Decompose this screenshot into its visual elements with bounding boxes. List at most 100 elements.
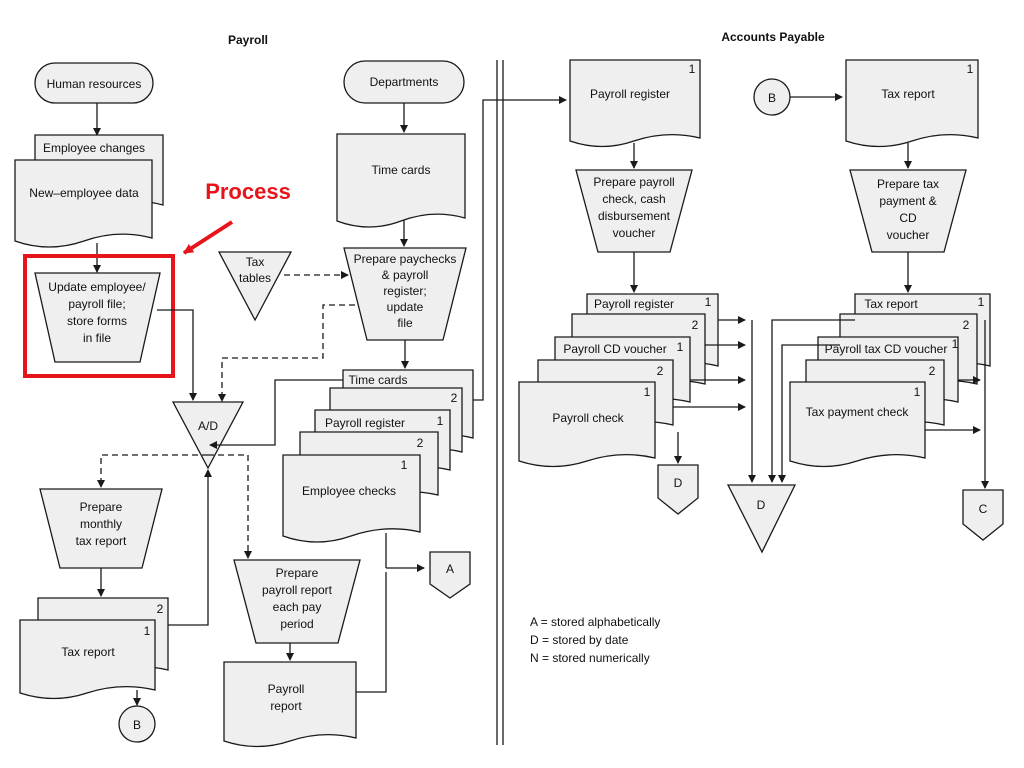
output-copy-1-b-number: 1 <box>401 458 408 472</box>
ap-payroll-check-copy-number: 1 <box>644 385 651 399</box>
connector-b-label: B <box>133 718 141 732</box>
accounts-payable-section-title: Accounts Payable <box>721 30 825 44</box>
connector-b-offpage: B <box>118 705 156 743</box>
ap-payroll-tax-cd-voucher-label: Payroll tax CD voucher <box>825 342 948 356</box>
ap-copy-2-b-number: 2 <box>657 364 664 378</box>
ap-payroll-check-label: Payroll check <box>552 411 624 425</box>
output-copy-1-a-number: 1 <box>437 414 444 428</box>
ap-tax-report-label: Tax report <box>864 297 918 311</box>
prepare-monthly-line-3: tax report <box>76 534 127 548</box>
file-c-storage: C <box>962 489 1004 541</box>
tax-tables-line-2: tables <box>239 271 271 285</box>
tax-tables-storage: Tax tables <box>217 251 293 322</box>
prepare-payroll-check-line-4: voucher <box>613 226 656 240</box>
prepare-payroll-report-line-1: Prepare <box>276 566 319 580</box>
file-a-storage: A <box>429 551 471 599</box>
output-copy-2-b-number: 2 <box>417 436 424 450</box>
ap-tax-payment-check-document: 1 Tax payment check <box>789 381 926 468</box>
payroll-register-in-document: Payroll register 1 <box>569 59 701 148</box>
prepare-paychecks-line-1: Prepare paychecks <box>354 252 457 266</box>
file-d-large-label: D <box>757 498 766 512</box>
output-payroll-register-label: Payroll register <box>325 416 405 430</box>
ap-payroll-cd-voucher-label: Payroll CD voucher <box>563 342 666 356</box>
ap-tax-payment-check-copy-number: 1 <box>914 385 921 399</box>
ap-tax-copy-2-b-number: 2 <box>929 364 936 378</box>
prepare-payroll-report-line-3: each pay <box>273 600 322 614</box>
storage-legend: A = stored alphabetically D = stored by … <box>530 615 660 665</box>
ad-file-label: A/D <box>198 419 218 433</box>
update-employee-payroll-process: Update employee/ payroll file; store for… <box>34 272 161 363</box>
section-divider <box>496 60 504 745</box>
file-d-small-label: D <box>674 476 683 490</box>
human-resources-label: Human resources <box>47 77 142 91</box>
prepare-payroll-check-line-3: disbursement <box>598 209 671 223</box>
legend-item-n: N = stored numerically <box>530 651 650 665</box>
prepare-payroll-report-process: Prepare payroll report each pay period <box>233 559 361 644</box>
prepare-payroll-check-process: Prepare payroll check, cash disbursement… <box>575 169 693 253</box>
ap-tax-payment-check-label: Tax payment check <box>806 405 910 419</box>
prepare-paychecks-line-3: register; <box>383 284 426 298</box>
prepare-paychecks-process: Prepare paychecks & payroll register; up… <box>343 247 467 341</box>
update-process-line-1: Update employee/ <box>48 280 146 294</box>
prepare-tax-line-1: Prepare tax <box>877 177 939 191</box>
update-process-line-4: in file <box>83 331 111 345</box>
new-employee-data-label: New–employee data <box>29 186 139 200</box>
update-process-line-2: payroll file; <box>68 297 125 311</box>
prepare-tax-payment-process: Prepare tax payment & CD voucher <box>849 169 967 253</box>
payroll-report-document: Payroll report <box>223 661 357 748</box>
payroll-section-title: Payroll <box>228 33 268 47</box>
tax-report-document: 1 Tax report <box>19 619 156 700</box>
prepare-paychecks-line-2: & payroll <box>382 268 429 282</box>
prepare-tax-line-4: voucher <box>887 228 930 242</box>
output-employee-checks-document: 1 Employee checks <box>282 454 421 543</box>
legend-item-a: A = stored alphabetically <box>530 615 660 629</box>
update-process-line-3: store forms <box>67 314 127 328</box>
ap-copy-2-a-number: 2 <box>692 318 699 332</box>
ap-tax-report-copy-number: 1 <box>978 295 985 309</box>
tax-report-in-document: Tax report 1 <box>845 59 979 148</box>
output-employee-checks-label: Employee checks <box>302 484 396 498</box>
payroll-register-in-label: Payroll register <box>590 87 670 101</box>
prepare-tax-line-2: payment & <box>879 194 936 208</box>
new-employee-data-document: New–employee data <box>14 159 153 248</box>
prepare-tax-line-3: CD <box>899 211 917 225</box>
ap-tax-copy-2-a-number: 2 <box>963 318 970 332</box>
ap-payroll-tax-cd-voucher-copy-number: 1 <box>952 337 959 351</box>
tax-report-in-copy-number: 1 <box>967 62 974 76</box>
process-callout-arrow <box>182 220 234 255</box>
prepare-payroll-report-line-4: period <box>280 617 313 631</box>
prepare-payroll-report-line-2: payroll report <box>262 583 333 597</box>
prepare-paychecks-line-4: update <box>387 300 424 314</box>
file-a-label: A <box>446 562 454 576</box>
payroll-report-line-2: report <box>270 699 302 713</box>
employee-changes-label: Employee changes <box>43 141 145 155</box>
time-cards-document: Time cards <box>336 133 466 228</box>
prepare-payroll-check-line-1: Prepare payroll <box>593 175 674 189</box>
prepare-payroll-check-line-2: check, cash <box>602 192 665 206</box>
prepare-paychecks-line-5: file <box>397 316 413 330</box>
tax-tables-line-1: Tax <box>246 255 265 269</box>
prepare-monthly-line-2: monthly <box>80 517 122 531</box>
tax-report-copy-2-number: 2 <box>157 602 164 616</box>
file-d-small-storage: D <box>657 464 699 515</box>
connector-b-ap-label: B <box>768 91 776 105</box>
process-callout-label: Process <box>205 179 291 204</box>
output-time-cards-label: Time cards <box>349 373 408 387</box>
tax-report-copy-1-number: 1 <box>144 624 151 638</box>
ad-file-storage: A/D <box>171 401 245 470</box>
human-resources-terminal: Human resources <box>34 62 154 104</box>
process-highlight-box <box>23 254 175 378</box>
prepare-monthly-line-1: Prepare <box>80 500 123 514</box>
ap-payroll-check-document: 1 Payroll check <box>518 381 656 468</box>
payroll-report-line-1: Payroll <box>268 682 305 696</box>
file-c-label: C <box>979 502 988 516</box>
file-d-large-storage: D <box>726 484 797 554</box>
tax-report-in-label: Tax report <box>881 87 935 101</box>
prepare-monthly-tax-report-process: Prepare monthly tax report <box>39 488 163 569</box>
time-cards-label: Time cards <box>372 163 431 177</box>
output-copy-2-a-number: 2 <box>451 391 458 405</box>
tax-report-label: Tax report <box>61 645 115 659</box>
ap-payroll-register-copy-number: 1 <box>705 295 712 309</box>
departments-terminal: Departments <box>343 60 465 104</box>
